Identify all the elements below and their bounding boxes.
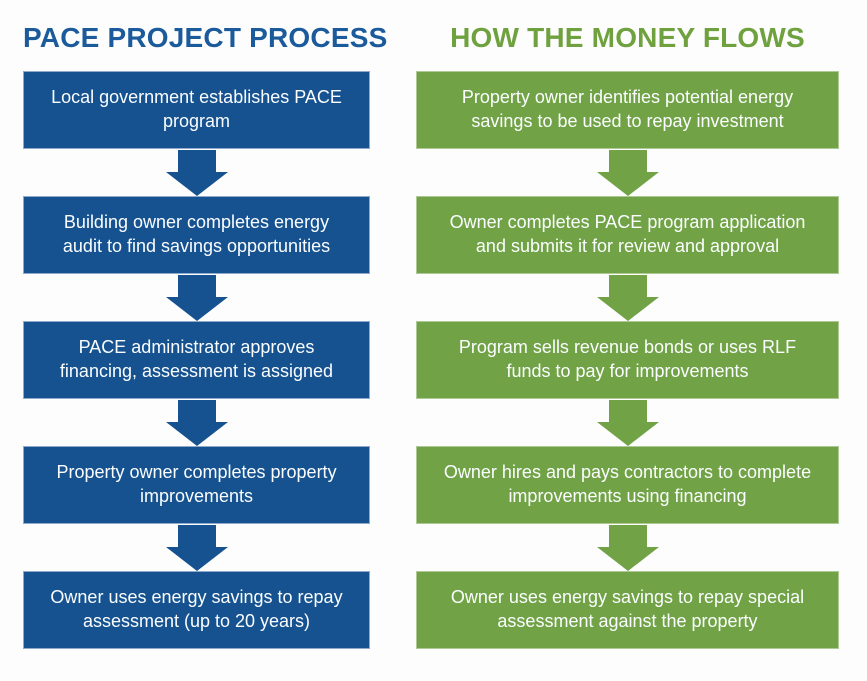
process-step: Building owner completes energy audit to… [23, 196, 370, 274]
money-step: Owner completes PACE program application… [416, 196, 839, 274]
down-arrow-icon [416, 524, 839, 571]
process-flow: Local government establishes PACE progra… [23, 71, 370, 649]
process-step: PACE administrator approves financing, a… [23, 321, 370, 399]
column-how-the-money-flows: HOW THE MONEY FLOWS Property owner ident… [416, 0, 839, 649]
process-step: Owner uses energy savings to repay asses… [23, 571, 370, 649]
process-step: Local government establishes PACE progra… [23, 71, 370, 149]
down-arrow-icon [23, 149, 370, 196]
column-title-pace-process: PACE PROJECT PROCESS [23, 22, 388, 53]
down-arrow-icon [23, 399, 370, 446]
column-title-money-flows: HOW THE MONEY FLOWS [450, 22, 805, 53]
column-pace-project-process: PACE PROJECT PROCESS Local government es… [23, 0, 388, 649]
money-step: Program sells revenue bonds or uses RLF … [416, 321, 839, 399]
process-step: Property owner completes property improv… [23, 446, 370, 524]
money-flow: Property owner identifies potential ener… [416, 71, 839, 649]
down-arrow-icon [23, 524, 370, 571]
down-arrow-icon [23, 274, 370, 321]
money-step: Owner hires and pays contractors to comp… [416, 446, 839, 524]
money-step: Property owner identifies potential ener… [416, 71, 839, 149]
money-step: Owner uses energy savings to repay speci… [416, 571, 839, 649]
down-arrow-icon [416, 149, 839, 196]
down-arrow-icon [416, 274, 839, 321]
down-arrow-icon [416, 399, 839, 446]
